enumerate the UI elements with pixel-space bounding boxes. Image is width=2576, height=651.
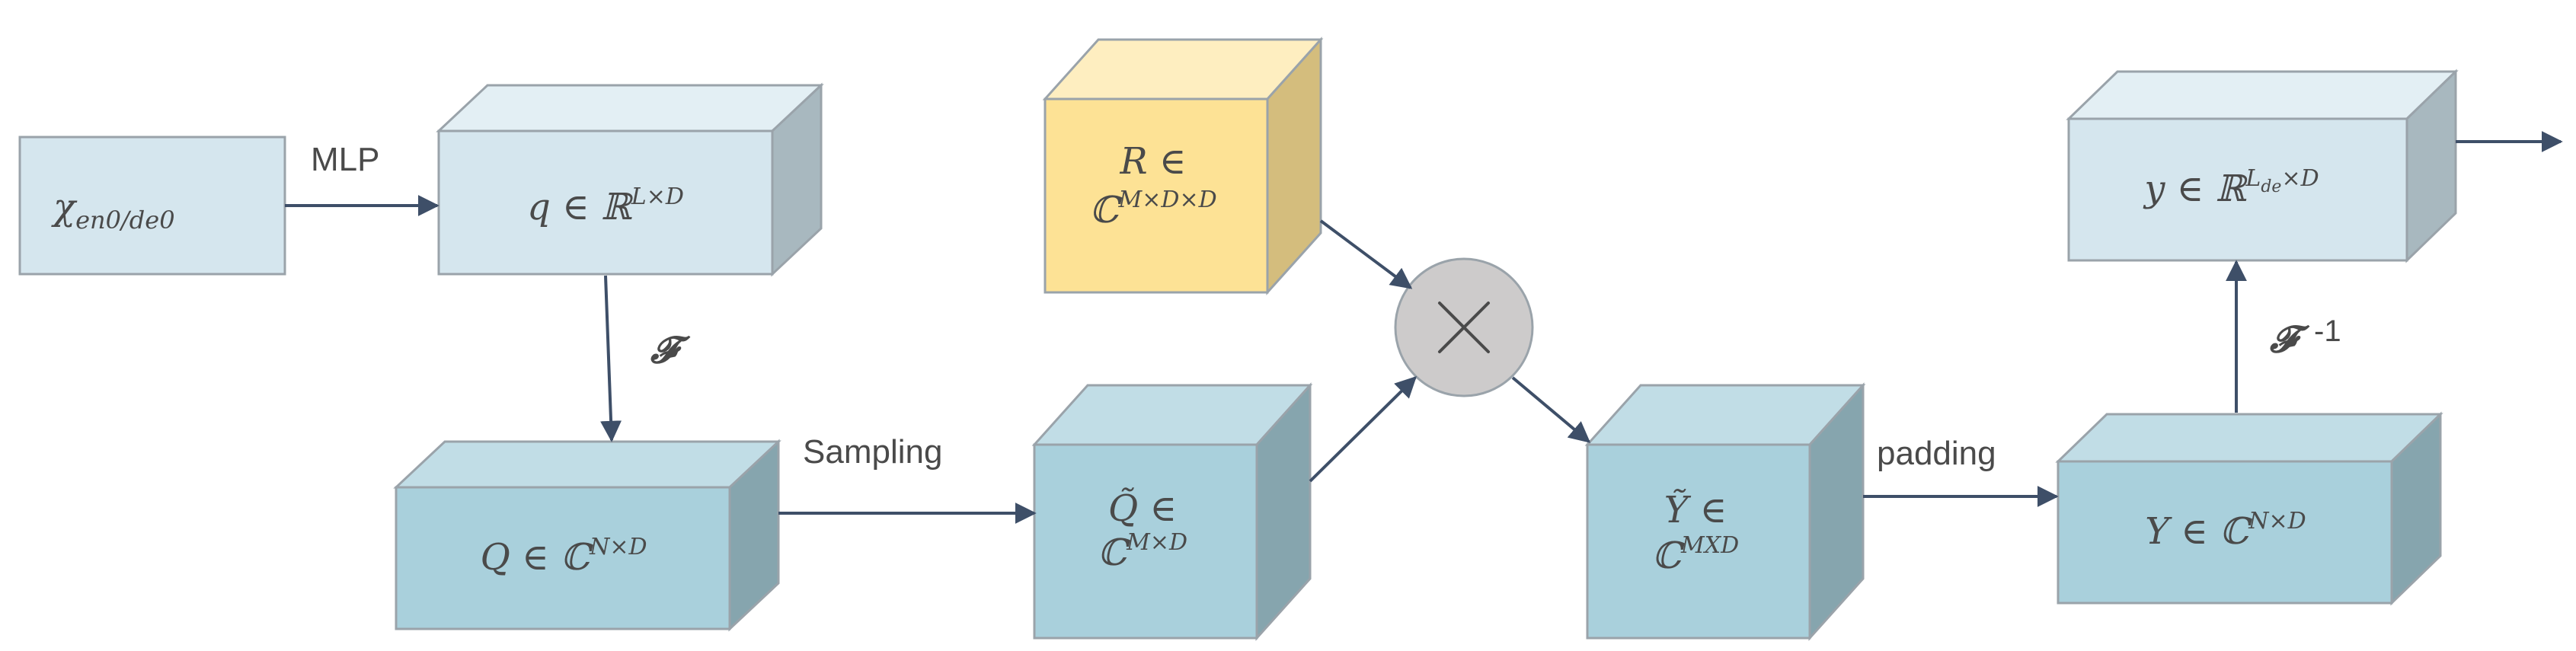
y-output-node: y ∈ ℝLde×D [2066,69,2459,263]
Q-frequency-node: Q ∈ ℂN×D [393,439,781,632]
mlp-label: MLP [311,141,379,178]
R-label: R ∈ [1120,140,1187,183]
q-label: q ∈ ℝ [527,186,634,228]
Y-tilde-superscript: MXD [1680,532,1739,559]
Q-tilde-field: ℂ [1098,531,1130,574]
Q-tilde-label: Q̃ ∈ [1108,486,1177,530]
input-node: χen0/de0 [18,136,286,276]
R-superscript: M×D×D [1118,187,1217,213]
sampling-label: Sampling [803,433,942,471]
q-time-domain-node: q ∈ ℝL×D [436,82,824,277]
Y-tilde-node: Ỹ ∈ ℂMXD [1584,382,1866,641]
svg-text:q ∈ ℝL×D: q ∈ ℝL×D [527,183,684,228]
svg-text:𝓕: 𝓕 [2269,318,2310,361]
y-superscript-tail: ×D [2281,165,2319,192]
R-field: ℂ [1089,189,1122,231]
svg-text:ℂM×D: ℂM×D [1098,529,1187,574]
multiply-operator [1394,257,1534,397]
y-label: y ∈ ℝ [2143,168,2248,210]
Y-label: Y ∈ ℂ [2145,510,2252,553]
arrow-Q-tilde-to-multiply [1309,376,1417,483]
Y-tilde-field: ℂ [1652,535,1685,577]
Q-superscript: N×D [589,534,647,560]
Y-frequency-node: Y ∈ ℂN×D [2055,411,2443,606]
input-symbol: χ [51,186,78,228]
multiply-icon [1438,302,1490,353]
Q-label: Q ∈ ℂ [480,536,593,579]
svg-text:χen0/de0: χen0/de0 [51,186,175,235]
arrow-R-to-multiply [1319,219,1413,289]
svg-text:ℂM×D×D: ℂM×D×D [1089,187,1216,231]
arrow-q-to-Q [600,275,622,442]
svg-text:y ∈ ℝLde×D: y ∈ ℝLde×D [2143,165,2319,210]
svg-text:ℂMXD: ℂMXD [1652,532,1739,577]
R-weight-tensor-node: R ∈ ℂM×D×D [1042,37,1324,295]
arrow-multiply-to-Y-tilde [1511,376,1591,443]
Y-tilde-label: Ỹ ∈ [1664,488,1727,531]
Q-tilde-node: Q̃ ∈ ℂM×D [1031,382,1313,641]
Y-superscript: N×D [2248,508,2306,535]
input-subscript: en0/de0 [75,206,174,235]
svg-text:Q ∈ ℂN×D: Q ∈ ℂN×D [480,534,647,579]
inverse-fourier-label: 𝓕 [2269,318,2310,361]
padding-label: padding [1877,435,1996,472]
Q-tilde-superscript: M×D [1126,529,1187,556]
y-superscript: L [2245,165,2261,192]
svg-text:Y ∈ ℂN×D: Y ∈ ℂN×D [2145,508,2306,553]
y-superscript-sub: de [2261,177,2281,196]
inverse-fourier-exponent: -1 [2314,314,2341,348]
q-superscript: L×D [631,183,684,210]
fourier-label: 𝓕 [650,329,691,372]
